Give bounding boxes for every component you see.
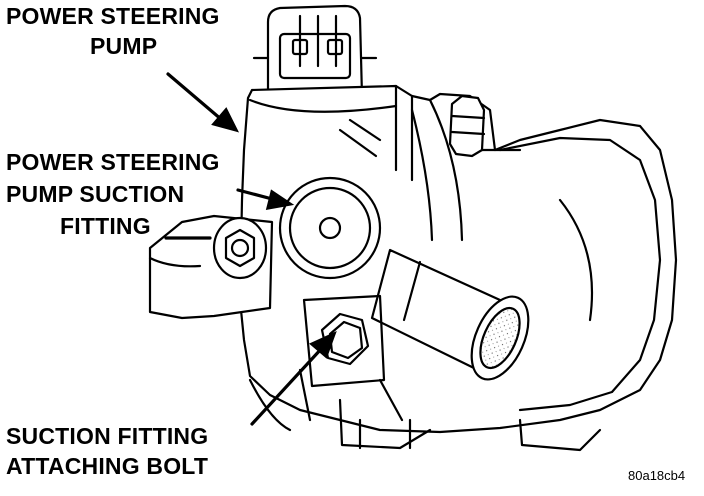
suction-fitting-label-line-1: POWER STEERING	[6, 149, 220, 175]
pump-label-line-1: POWER STEERING	[6, 3, 220, 29]
suction-fitting-arrowhead	[265, 189, 295, 211]
bolt-leader-line	[250, 346, 324, 426]
bolt-arrowhead	[309, 330, 337, 359]
suction-fitting-bolt	[302, 294, 386, 388]
connector-housing	[252, 4, 378, 98]
leader-lines	[164, 72, 337, 426]
mounting-bolt-head	[448, 94, 486, 158]
suction-hose-nipple	[370, 248, 530, 381]
pump-label-line-2: PUMP	[90, 33, 158, 59]
left-fitting	[148, 214, 274, 320]
suction-fitting-label-line-3: FITTING	[60, 213, 151, 239]
bolt-label-line-2: ATTACHING BOLT	[6, 453, 209, 479]
suction-fitting-boss	[278, 176, 382, 280]
bolt-label-line-1: SUCTION FITTING	[6, 423, 209, 449]
pump-arrowhead	[211, 107, 240, 133]
figure-id: 80a18cb4	[628, 468, 686, 483]
suction-fitting-label-line-2: PUMP SUCTION	[6, 181, 185, 207]
pump-leader-line	[166, 72, 224, 122]
